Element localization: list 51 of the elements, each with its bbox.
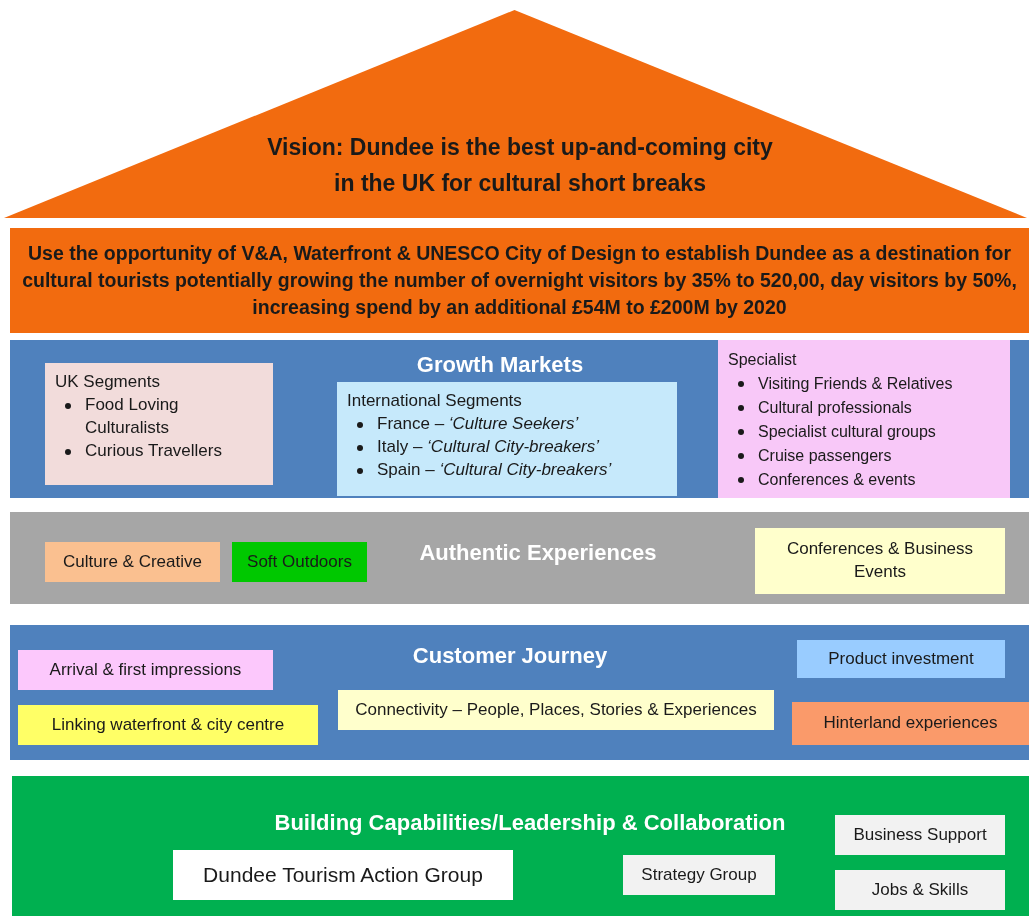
category-card (797, 640, 1005, 678)
category-card (835, 815, 1005, 855)
category-card (623, 855, 775, 895)
card-label: Product investment (828, 647, 974, 670)
category-card (338, 690, 774, 730)
category-card (755, 528, 1005, 594)
band-heading: Customer Journey (412, 643, 608, 669)
category-card (232, 542, 367, 582)
list-item: Spain – ‘Cultural City-breakers’ (347, 458, 667, 482)
band-heading: Growth Markets (416, 352, 584, 378)
band-heading: Authentic Experiences (419, 540, 657, 566)
list-heading: Specialist (728, 350, 798, 370)
list-heading: UK Segments (55, 371, 161, 393)
list-heading: International Segments (347, 390, 523, 412)
card-label: Culture & Creative (63, 550, 202, 573)
list-item: Cruise passengers (728, 444, 1000, 468)
list-item: Curious Travellers (55, 439, 263, 463)
category-card (835, 870, 1005, 910)
list-item: Conferences & events (728, 468, 1000, 492)
list-item: Visiting Friends & Relatives (728, 372, 1000, 396)
list-item: Cultural professionals (728, 396, 1000, 420)
card-label: Conferences & Business Events (785, 538, 975, 583)
category-card (173, 850, 513, 900)
segment-card (45, 363, 273, 485)
vision-statement: Vision: Dundee is the best up-and-coming city in the UK for cultural short breaks (266, 133, 774, 198)
band-panel (12, 776, 1029, 916)
card-label: Strategy Group (641, 863, 757, 886)
category-card (18, 650, 273, 690)
card-label: Jobs & Skills (871, 878, 969, 901)
list-item: Italy – ‘Cultural City-breakers’ (347, 435, 667, 459)
card-label: Connectivity – People, Places, Stories & Experiences (355, 698, 757, 721)
list-item: Specialist cultural groups (728, 420, 1000, 444)
segment-card (718, 340, 1010, 498)
goal-banner (10, 228, 1029, 333)
list-item: France – ‘Culture Seekers’ (347, 412, 667, 436)
segment-card (337, 382, 677, 496)
card-label: Dundee Tourism Action Group (203, 861, 483, 888)
card-label: Hinterland experiences (823, 712, 998, 735)
category-card (18, 705, 318, 745)
goal-statement: Use the opportunity of V&A, Waterfront & UNESCO City of Design to establish Dundee as a destination for cultural tourists potentially growing the number of overnight visitors by 35% to 520,00, day visitors by 50%, increasing spend by an additional £54M to £200M by 2020 (21, 240, 1018, 321)
category-card (45, 542, 220, 582)
band-panel (10, 625, 1029, 760)
band-panel (10, 340, 1029, 498)
band-heading: Building Capabilities/Leadership & Collaboration (274, 810, 786, 836)
band-panel (10, 512, 1029, 604)
card-label: Business Support (853, 823, 987, 846)
card-label: Arrival & first impressions (49, 658, 242, 681)
category-card (792, 702, 1029, 745)
list-item: Food Loving Culturalists (55, 393, 263, 440)
card-label: Soft Outdoors (247, 550, 352, 573)
card-label: Linking waterfront & city centre (51, 713, 285, 736)
